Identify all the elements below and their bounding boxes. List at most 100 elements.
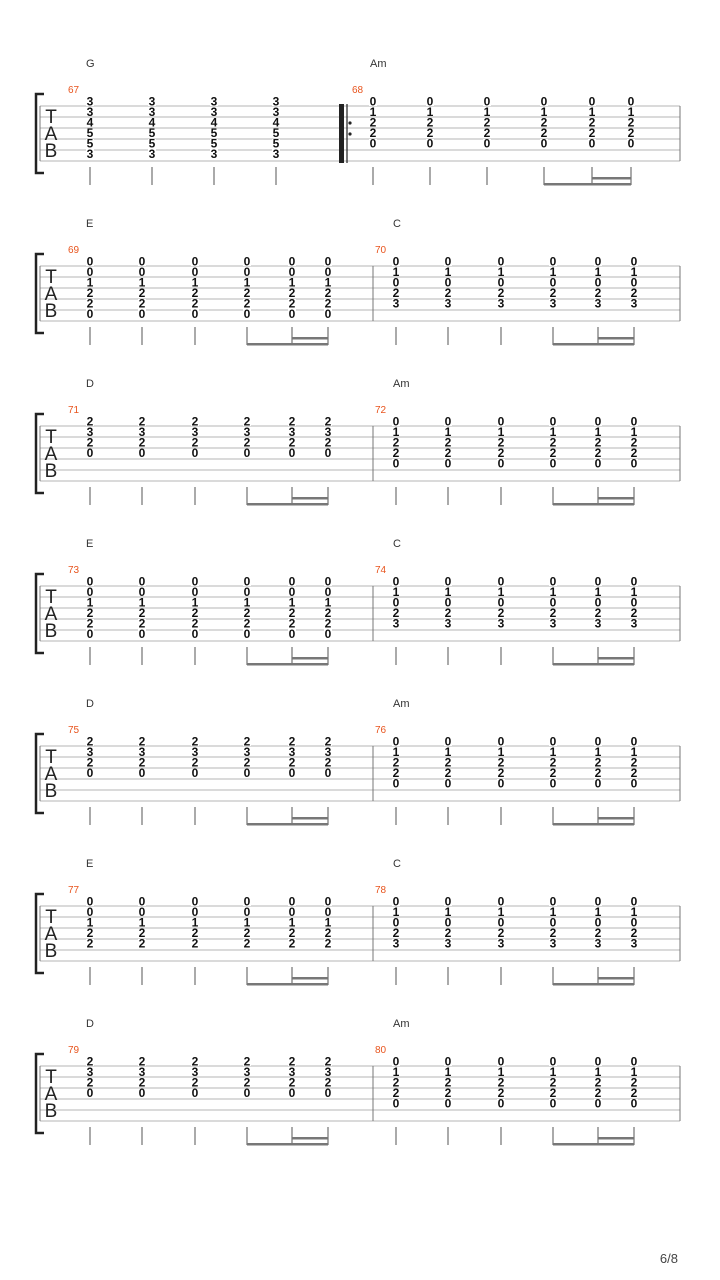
fret-mask (627, 128, 635, 138)
tab-clef-letter: A (45, 444, 58, 465)
fret-number: 0 (498, 735, 505, 749)
fret-mask (324, 897, 332, 906)
fret-number: 0 (595, 895, 602, 909)
fret-number: 0 (139, 575, 146, 589)
fret-mask (630, 1099, 638, 1108)
fret-mask (324, 1067, 332, 1077)
fret-mask (138, 598, 146, 607)
fret-mask (444, 598, 452, 607)
fret-mask (86, 438, 94, 447)
fret-number: 2 (445, 436, 452, 450)
beam-primary (247, 823, 328, 826)
fret-mask (243, 608, 251, 618)
measure-number: 67 (68, 85, 80, 96)
fret-number: 0 (498, 777, 505, 791)
chord-name: C (393, 218, 401, 230)
fret-mask (497, 459, 505, 468)
fret-number: 0 (541, 137, 548, 151)
chord-name: C (393, 858, 401, 870)
fret-mask (392, 438, 400, 447)
fret-number: 1 (498, 585, 505, 599)
fret-mask (324, 918, 332, 927)
fret-mask (497, 939, 505, 948)
fret-mask (191, 758, 199, 767)
fret-mask (444, 928, 452, 938)
tab-clef-letter: T (45, 267, 57, 288)
fret-number: 0 (631, 916, 638, 930)
measure-number: 78 (375, 885, 387, 896)
fret-number: 1 (595, 745, 602, 759)
fret-mask (191, 417, 199, 426)
fret-number: 0 (550, 916, 557, 930)
fret-number: 2 (445, 766, 452, 780)
fret-mask (191, 939, 199, 948)
fret-mask (594, 438, 602, 447)
system-bracket (34, 1052, 44, 1135)
fret-number: 0 (550, 575, 557, 589)
fret-mask (86, 907, 94, 917)
fret-number: 2 (192, 1055, 199, 1069)
beam-secondary (592, 177, 631, 180)
fret-mask (483, 139, 491, 148)
fret-mask (630, 267, 638, 277)
fret-number: 2 (498, 1076, 505, 1090)
fret-number: 2 (139, 606, 146, 620)
fret-mask (444, 619, 452, 628)
fret-mask (497, 1088, 505, 1098)
fret-number: 1 (595, 425, 602, 439)
fret-mask (594, 939, 602, 948)
fret-number: 0 (289, 627, 296, 641)
fret-mask (630, 897, 638, 906)
fret-mask (191, 257, 199, 266)
fret-number: 3 (87, 1065, 94, 1079)
fret-mask (324, 267, 332, 277)
fret-mask (497, 438, 505, 447)
fret-number: 2 (393, 286, 400, 300)
fret-number: 2 (498, 286, 505, 300)
fret-mask (138, 587, 146, 597)
fret-mask (426, 97, 434, 106)
fret-mask (243, 1057, 251, 1066)
fret-mask (630, 299, 638, 308)
fret-number: 0 (325, 905, 332, 919)
measure-number: 72 (375, 405, 387, 416)
fret-mask (86, 267, 94, 277)
fret-mask (549, 257, 557, 266)
beam-primary (553, 503, 634, 506)
fret-number: 0 (289, 585, 296, 599)
fret-mask (288, 907, 296, 917)
fret-mask (630, 608, 638, 618)
fret-mask (549, 299, 557, 308)
fret-mask (138, 1088, 146, 1098)
fret-number: 3 (325, 745, 332, 759)
tab-clef-letter: T (45, 587, 57, 608)
fret-mask (630, 1088, 638, 1098)
repeat-thick-bar (339, 104, 344, 163)
fret-number: 1 (550, 1065, 557, 1079)
fret-mask (594, 1057, 602, 1066)
fret-mask (392, 907, 400, 917)
fret-number: 0 (393, 255, 400, 269)
fret-mask (324, 309, 332, 319)
fret-number: 0 (244, 627, 251, 641)
fret-mask (324, 587, 332, 597)
beam-secondary (292, 657, 328, 660)
fret-mask (148, 118, 156, 127)
fret-number: 2 (498, 756, 505, 770)
fret-mask (392, 267, 400, 277)
fret-mask (86, 118, 94, 127)
fret-number: 1 (325, 596, 332, 610)
fret-mask (243, 299, 251, 308)
fret-number: 2 (445, 446, 452, 460)
fret-number: 2 (289, 415, 296, 429)
fret-number: 0 (445, 777, 452, 791)
fret-number: 1 (244, 916, 251, 930)
fret-mask (191, 619, 199, 628)
fret-mask (549, 939, 557, 948)
fret-number: 2 (87, 436, 94, 450)
fret-mask (594, 417, 602, 426)
fret-number: 0 (87, 585, 94, 599)
fret-mask (426, 128, 434, 138)
fret-mask (210, 107, 218, 117)
fret-number: 1 (498, 745, 505, 759)
